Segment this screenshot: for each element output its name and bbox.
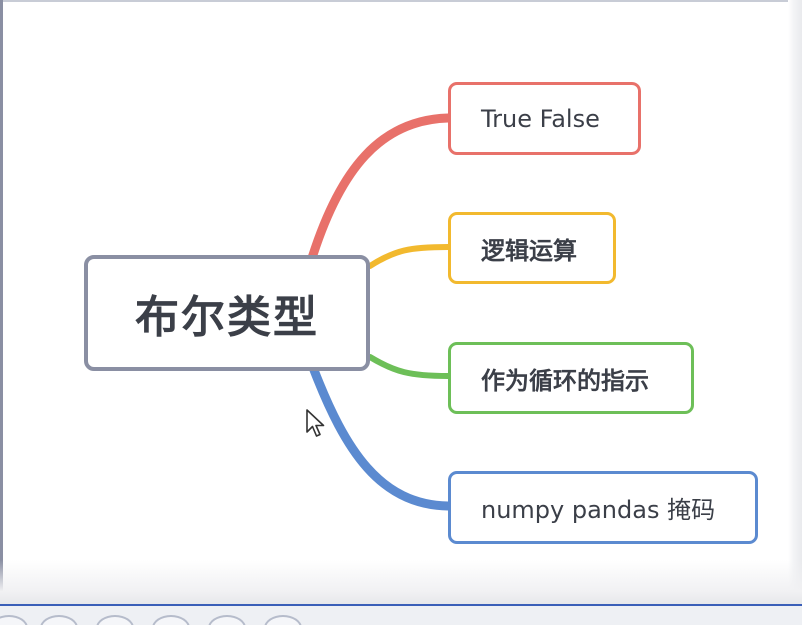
topic-label: numpy pandas 掩码 — [481, 496, 716, 524]
window-top-border — [0, 0, 802, 2]
topic-logic-ops[interactable]: 逻辑运算 — [448, 212, 616, 284]
topic-label: True False — [481, 104, 600, 133]
toolbar-button[interactable] — [40, 615, 78, 625]
branch-line-true-false — [307, 113, 453, 263]
branch-line-loop — [367, 354, 451, 379]
bottom-toolbar — [0, 606, 802, 625]
topic-loop-indicator[interactable]: 作为循环的指示 — [448, 342, 694, 414]
toolbar-button[interactable] — [264, 615, 302, 625]
root-topic-label: 布尔类型 — [135, 292, 319, 343]
topic-label: 作为循环的指示 — [481, 366, 649, 395]
window-right-edge — [788, 0, 802, 605]
topic-numpy-pandas-mask[interactable]: numpy pandas 掩码 — [448, 471, 758, 544]
toolbar-button[interactable] — [152, 615, 190, 625]
bottom-accent-line — [0, 604, 802, 606]
bottom-shadow — [0, 560, 802, 605]
mouse-pointer-icon — [306, 409, 325, 437]
toolbar-button[interactable] — [96, 615, 134, 625]
topic-true-false[interactable]: True False — [448, 82, 641, 155]
branch-line-mask — [309, 365, 453, 511]
branch-line-logic — [367, 244, 451, 269]
toolbar-button[interactable] — [0, 615, 28, 625]
topic-label: 逻辑运算 — [481, 236, 577, 265]
root-topic[interactable]: 布尔类型 — [84, 255, 370, 371]
toolbar-button[interactable] — [208, 615, 246, 625]
window-left-border — [0, 0, 3, 605]
